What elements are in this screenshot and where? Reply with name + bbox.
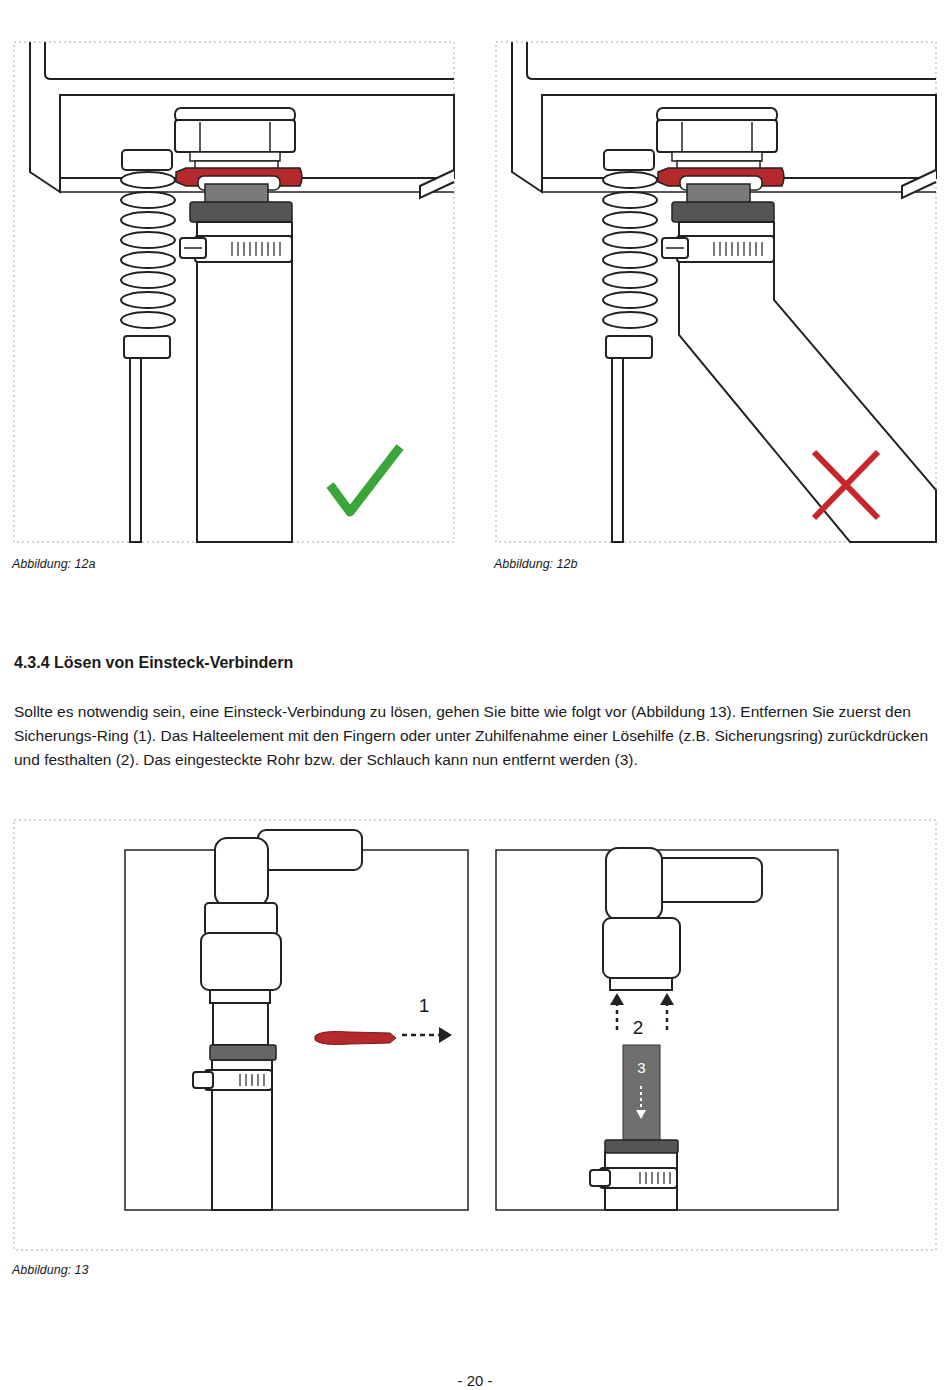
securing-ring — [315, 1032, 396, 1045]
page-number: - 20 - — [0, 1371, 950, 1390]
cross-mark — [814, 452, 878, 518]
figure-12b — [496, 42, 936, 542]
callout-number: 3 — [623, 1058, 660, 1078]
check-mark — [330, 447, 400, 512]
figure-13 — [14, 820, 936, 1250]
callout-number: 1 — [412, 993, 436, 1018]
figure-caption: Abbildung: 12a — [12, 556, 312, 572]
figure-caption: Abbildung: 12b — [494, 556, 794, 572]
body-text: Sollte es notwendig sein, eine Einsteck-… — [14, 700, 938, 772]
callout-number: 2 — [626, 1015, 650, 1040]
figure-caption: Abbildung: 13 — [12, 1262, 312, 1278]
section-heading: 4.3.4 Lösen von Einsteck-Verbindern — [14, 653, 914, 673]
figure-12a — [14, 42, 454, 542]
